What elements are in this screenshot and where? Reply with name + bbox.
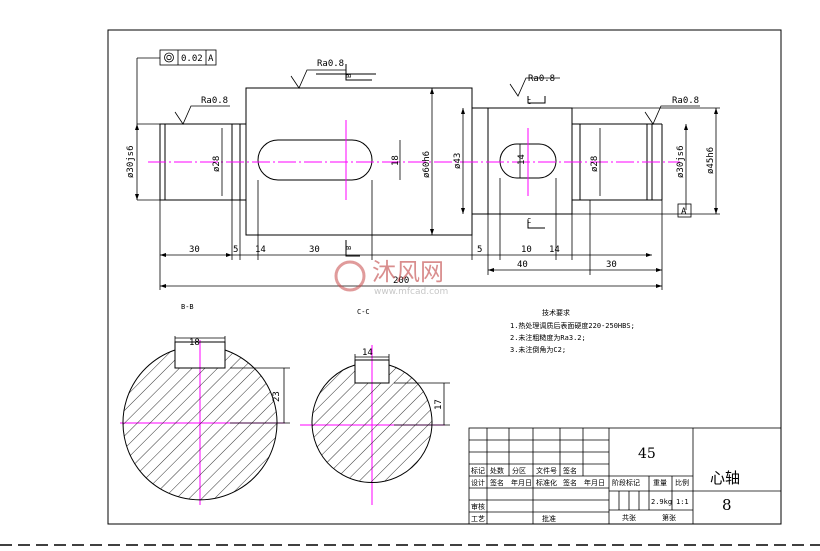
len-1: 30 — [189, 245, 200, 255]
geometric-tolerance-frame: 0.02 A — [159, 49, 217, 66]
dimension-arrows — [135, 88, 718, 288]
dimension-lines — [136, 57, 720, 290]
section-c-view — [311, 354, 450, 484]
roughness-label-right: Ra0.8 — [672, 96, 699, 106]
cut-label-b-top: B — [345, 74, 353, 78]
section-b-view — [122, 336, 290, 501]
tb-stage-mark: 阶段标记 — [612, 478, 640, 487]
section-cut-markers — [316, 64, 546, 257]
tb-count: 处数 — [490, 466, 504, 475]
tb-part-name: 心轴 — [710, 469, 740, 487]
tb-design: 设计 — [471, 478, 485, 487]
len-3: 14 — [255, 245, 266, 255]
title-block-text: 标记 处数 分区 文件号 签名 设计 签名 年月日 标准化 签名 年月日 审核 … — [471, 446, 740, 523]
tb-process: 工艺 — [471, 515, 485, 523]
tb-signature-2: 签名 — [490, 478, 504, 487]
dim-keyway-width: 18 — [391, 155, 401, 166]
dim-right-journal: ø30js6 — [676, 145, 686, 178]
tech-requirements: 技术要求 1.热处理调质后表面硬度220-250HBS; 2.未注粗糙度为Ra3… — [510, 308, 635, 354]
tech-req-item: 2.未注粗糙度为Ra3.2; — [510, 333, 586, 342]
tech-req-item: 3.未注倒角为C2; — [510, 345, 566, 354]
tolerance-datum: A — [208, 54, 214, 64]
section-b-key-width: 18 — [189, 338, 200, 348]
tech-req-title: 技术要求 — [542, 308, 570, 317]
tech-req-item: 1.热处理调质后表面硬度220-250HBS; — [510, 321, 635, 330]
roughness-label-mid: Ra0.8 — [528, 74, 555, 84]
tb-zone: 分区 — [512, 466, 526, 475]
cut-label-c-bottom: C — [527, 217, 531, 225]
len-6: 10 — [521, 245, 532, 255]
cut-label-b-bottom: B — [345, 246, 353, 250]
tb-sheet: 第张 — [662, 513, 676, 522]
tb-std: 标准化 — [536, 478, 557, 487]
len-4: 30 — [309, 245, 320, 255]
datum-box — [677, 203, 692, 218]
len-total: 200 — [393, 276, 409, 286]
cut-label-c-top: C — [527, 98, 531, 106]
section-b-depth: 23 — [272, 391, 282, 402]
dim-right-inner: ø28 — [590, 156, 600, 172]
dim-right-fit: ø45h6 — [706, 147, 716, 174]
tb-weight-header: 重量 — [653, 479, 667, 487]
dim-mid-key: 14 — [517, 154, 527, 165]
tb-weight: 2.9kg — [651, 498, 672, 506]
dim-left-inner: ø28 — [212, 156, 222, 172]
tb-date-2: 年月日 — [584, 478, 605, 487]
len-7: 14 — [549, 245, 560, 255]
tb-mark: 标记 — [471, 466, 485, 475]
tb-review: 审核 — [471, 502, 485, 511]
watermark: 沐风网 www.mfcad.com — [334, 258, 448, 297]
roughness-symbols — [174, 69, 700, 125]
section-c-key-width: 14 — [362, 348, 373, 358]
watermark-url: www.mfcad.com — [374, 287, 448, 297]
datum-label: A — [681, 207, 687, 217]
tolerance-value: 0.02 — [181, 54, 203, 64]
tb-drawing-no: 8 — [722, 496, 732, 514]
tb-signature-3: 签名 — [563, 478, 577, 487]
roughness-label-collar: Ra0.8 — [317, 59, 344, 69]
tb-approve: 批准 — [542, 514, 556, 523]
dim-left-journal: ø30js6 — [126, 145, 136, 178]
section-b-title: B-B — [181, 303, 194, 311]
len-8: 30 — [606, 260, 617, 270]
drawing-frame — [107, 29, 782, 525]
tb-scale: 1:1 — [676, 498, 689, 506]
tb-total-sheets: 共张 — [622, 513, 636, 522]
dim-mid-section: ø43 — [453, 153, 463, 169]
len-2: 5 — [233, 245, 238, 255]
tb-scale-header: 比例 — [675, 478, 689, 487]
len-9: 40 — [517, 260, 528, 270]
dim-collar: ø60h6 — [422, 151, 432, 178]
roughness-label-left: Ra0.8 — [201, 96, 228, 106]
title-block — [468, 427, 782, 525]
len-5: 5 — [477, 245, 482, 255]
tb-material: 45 — [638, 446, 656, 462]
section-c-depth: 17 — [434, 399, 444, 410]
section-c-title: C-C — [357, 308, 370, 316]
watermark-logo-icon — [334, 260, 366, 292]
watermark-brand: 沐风网 — [372, 258, 444, 286]
tb-change-doc: 文件号 — [536, 466, 557, 475]
tb-date: 年月日 — [511, 478, 532, 487]
tb-signature: 签名 — [563, 466, 577, 475]
